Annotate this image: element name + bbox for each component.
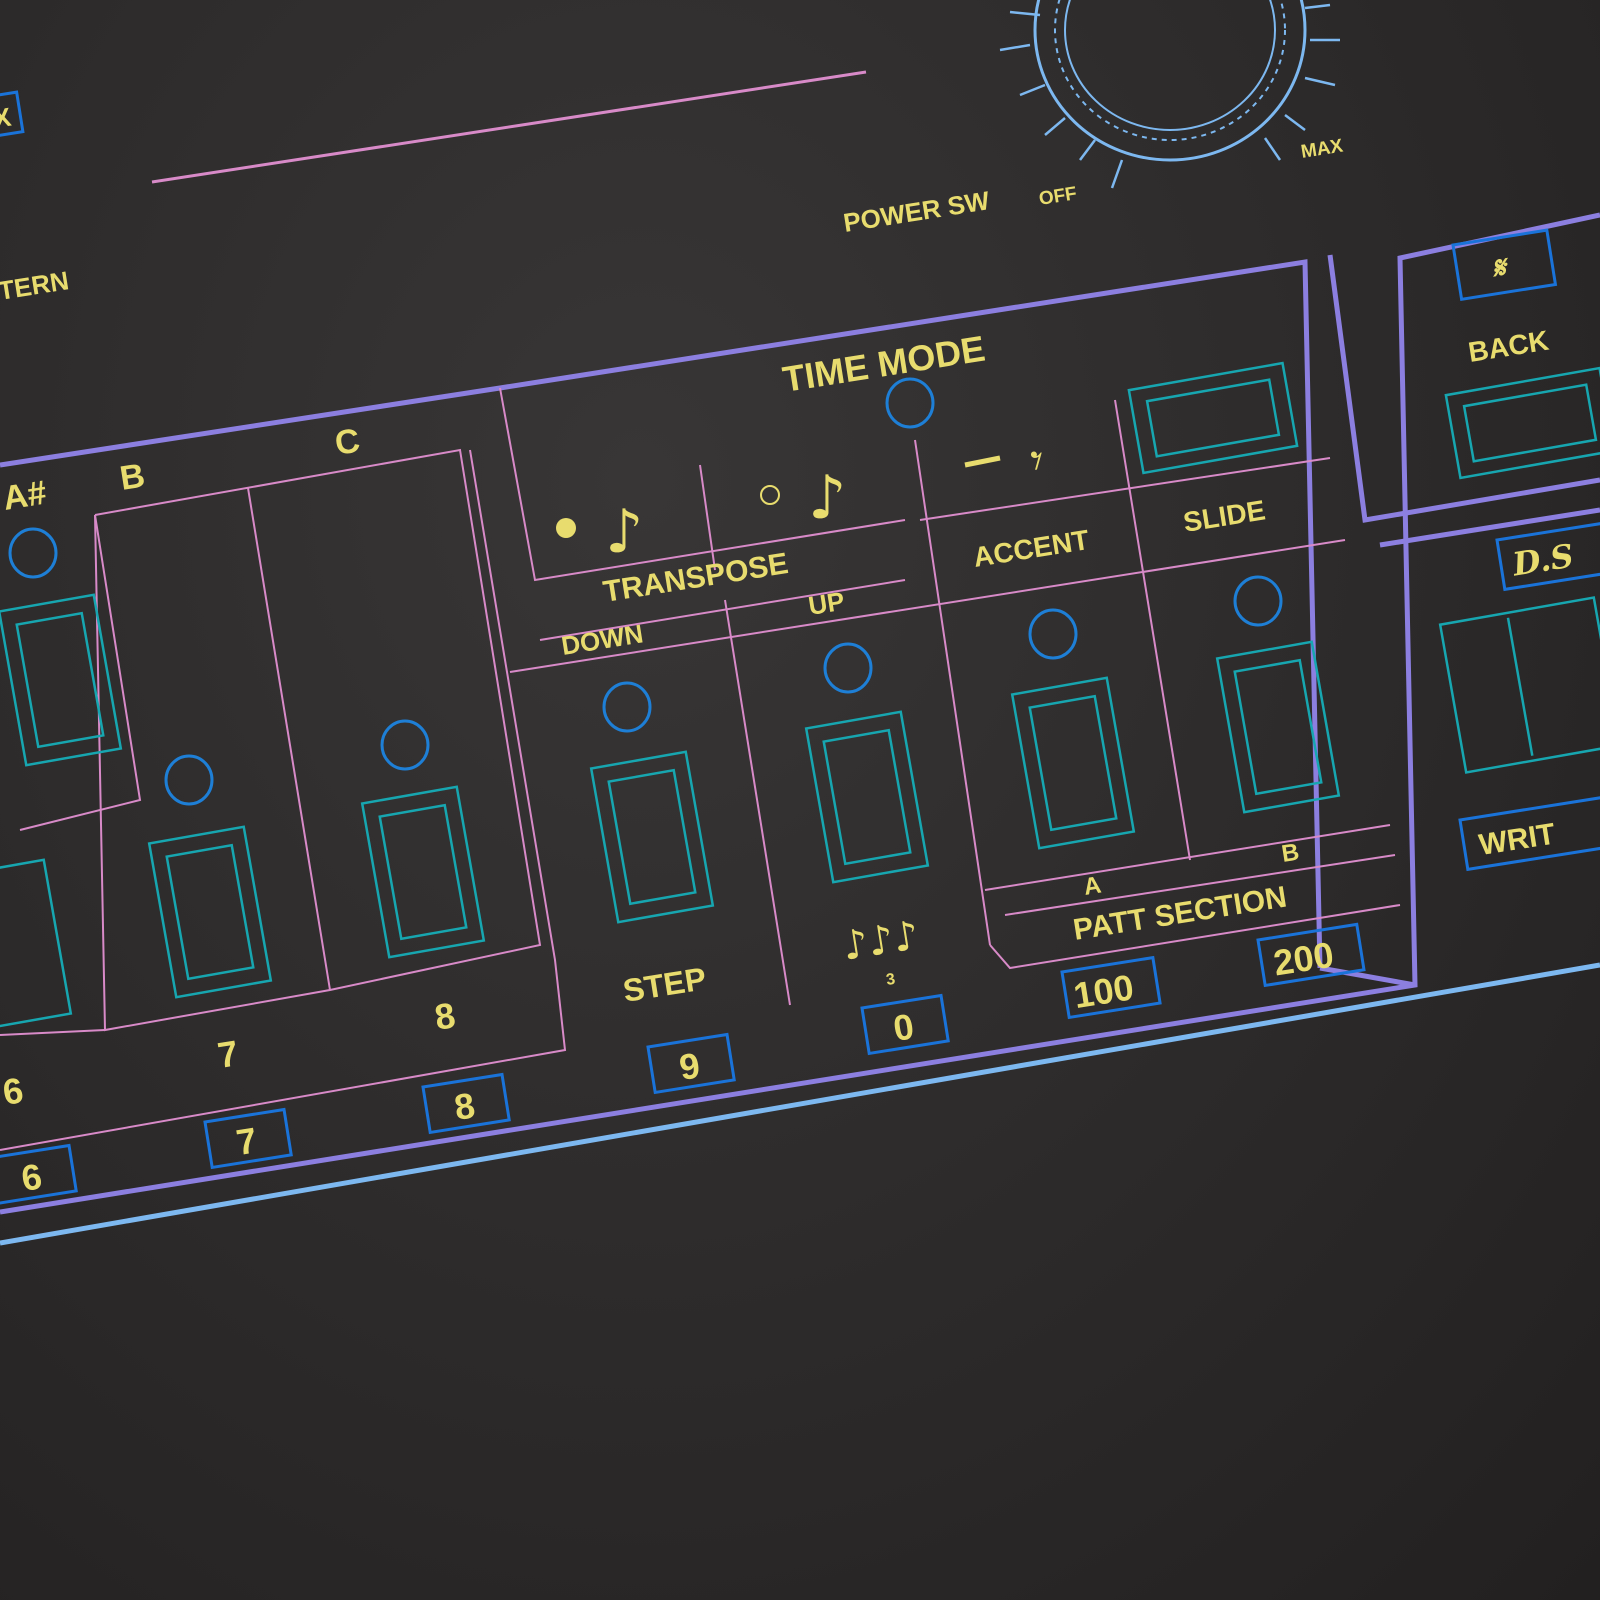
patt-b-label: B <box>1280 839 1301 868</box>
volume-knob <box>999 0 1340 189</box>
power-switch-label: POWER SW <box>841 185 992 238</box>
note-c-label: C <box>332 422 362 463</box>
slide-button[interactable] <box>1215 640 1341 814</box>
svg-text:♪: ♪ <box>808 463 846 533</box>
buttons <box>0 361 1600 1032</box>
power-off-label: OFF <box>1037 183 1078 210</box>
segno-icon: 𝄋 <box>1489 250 1513 288</box>
patt-section-label: PATT SECTION <box>1071 881 1289 947</box>
led-time-mode <box>885 377 935 429</box>
led-a-sharp <box>8 527 58 579</box>
key-200: 200 <box>1271 934 1337 984</box>
transpose-down-label: DOWN <box>559 618 645 661</box>
note-a-button[interactable] <box>0 858 73 1032</box>
patt-a-label: A <box>1082 872 1103 901</box>
key-8: 8 <box>451 1084 477 1128</box>
svg-text:♪: ♪ <box>605 497 643 567</box>
knob-tick-marks <box>999 3 1340 189</box>
led-b <box>164 754 214 806</box>
key-9: 9 <box>676 1044 702 1088</box>
key-100: 100 <box>1071 966 1137 1016</box>
leds <box>8 377 1283 806</box>
led-c <box>380 719 430 771</box>
key-7: 7 <box>233 1119 259 1163</box>
step-label: STEP <box>620 960 708 1009</box>
note-a-sharp-button[interactable] <box>0 593 123 767</box>
step-number-7: 7 <box>215 1032 241 1076</box>
key-0: 0 <box>890 1005 916 1049</box>
ds-box <box>1495 519 1600 592</box>
accent-label: ACCENT <box>971 524 1091 573</box>
max-label: MAX <box>1299 136 1344 163</box>
transpose-up-label: UP <box>806 586 846 621</box>
music-note-icons: ♪ ♪ 𝄾 <box>556 432 1043 567</box>
back-label: BACK <box>1466 325 1551 368</box>
write-button[interactable] <box>1438 596 1600 774</box>
transpose-up-button[interactable] <box>804 710 930 884</box>
outer-blue-line <box>0 962 1600 1246</box>
section-dividers <box>0 387 1401 1151</box>
accent-button[interactable] <box>1010 676 1136 850</box>
step-number-8: 8 <box>432 994 458 1038</box>
svg-text:𝄾: 𝄾 <box>1030 432 1043 490</box>
note-c-button[interactable] <box>360 785 486 959</box>
note-b-label: B <box>117 457 147 498</box>
note-a-sharp-label: A# <box>0 474 49 518</box>
segno-box <box>1451 228 1558 302</box>
time-mode-button[interactable] <box>1127 361 1299 475</box>
key-6: 6 <box>18 1155 44 1199</box>
step-number-6: 6 <box>0 1069 26 1113</box>
ds-label: D.S <box>1509 537 1576 584</box>
pattern-label-fragment: TERN <box>0 265 71 306</box>
partial-key-box <box>0 90 25 140</box>
led-up <box>823 642 873 694</box>
triplet-notes-icon: ♪♪♪ <box>839 912 922 969</box>
transpose-down-button[interactable] <box>589 750 715 924</box>
write-box <box>1458 794 1600 872</box>
led-down <box>602 681 652 733</box>
back-button[interactable] <box>1444 366 1600 480</box>
slide-label: SLIDE <box>1181 494 1267 538</box>
partial-key-label: X <box>0 101 14 133</box>
led-accent <box>1028 608 1078 660</box>
pink-divider <box>151 70 867 184</box>
write-label: WRIT <box>1477 818 1558 863</box>
led-slide <box>1233 575 1283 627</box>
triplet-label: 3 <box>885 971 897 989</box>
note-b-button[interactable] <box>147 825 273 999</box>
